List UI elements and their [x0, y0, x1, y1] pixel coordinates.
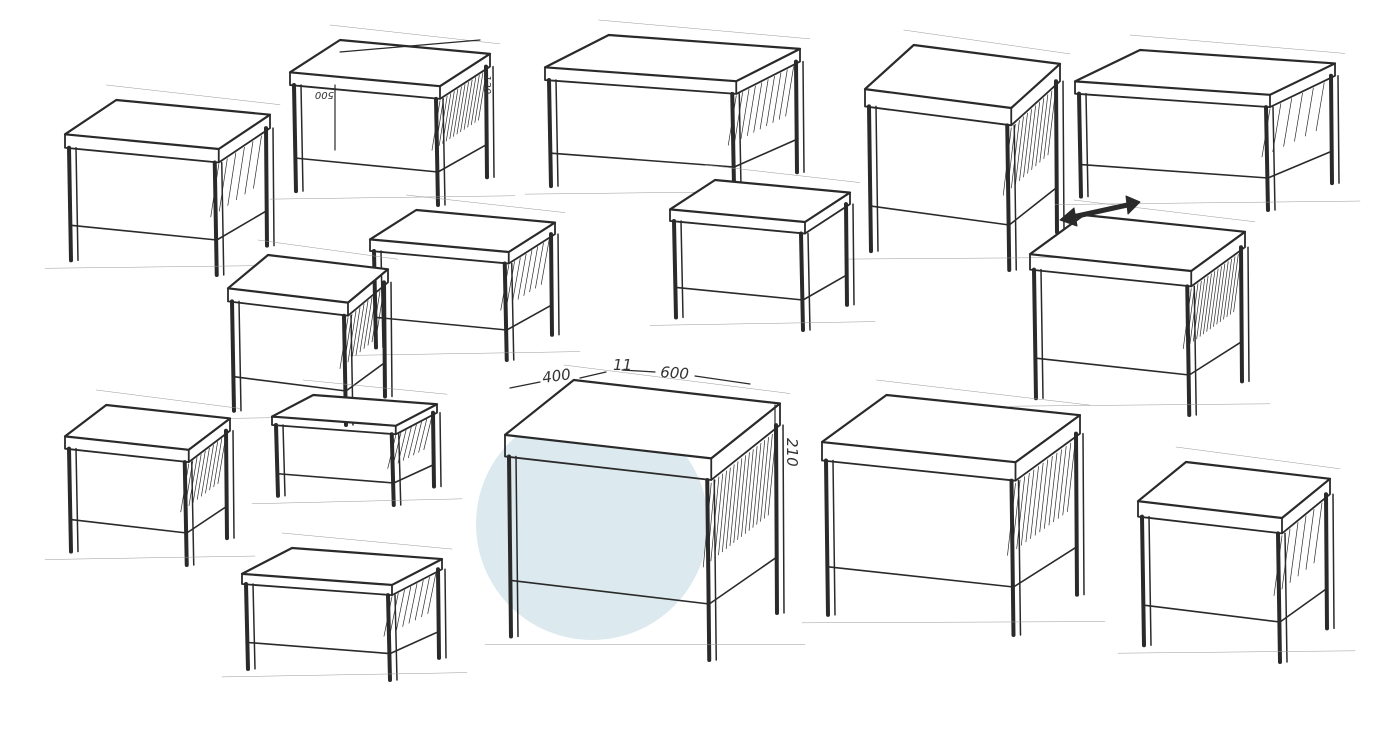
dim-400: 400: [541, 365, 572, 387]
sketch-bench-rack: [221, 532, 468, 682]
sketch-armchair: [801, 379, 1106, 637]
dim-600: 600: [660, 363, 690, 383]
sketch-coffee-table: [1117, 446, 1356, 664]
dim-210: 210: [783, 438, 801, 467]
extend-arrow-icon: [1059, 195, 1141, 227]
sketch-nightstand: [269, 24, 516, 207]
sketch-bench-shelf: [524, 19, 826, 202]
sketch-table: [44, 84, 296, 277]
sketch-lounge-chair: [649, 164, 876, 332]
dimension-lines: [334, 39, 776, 471]
sketch-sofa: [1054, 34, 1361, 212]
highlight-circle: [476, 408, 708, 640]
sketch-cabinet: [844, 29, 1086, 272]
sketch-side-table: [44, 389, 256, 567]
dim-11: 11: [613, 356, 632, 374]
sketch-main-table: [484, 364, 806, 662]
sketch-extending-table: [1009, 199, 1271, 417]
dim-120: 120: [481, 75, 492, 94]
sketch-armchair-rack: [251, 379, 463, 507]
dim-500: 500: [315, 89, 334, 100]
sketch-magazine-rack: [207, 239, 414, 427]
